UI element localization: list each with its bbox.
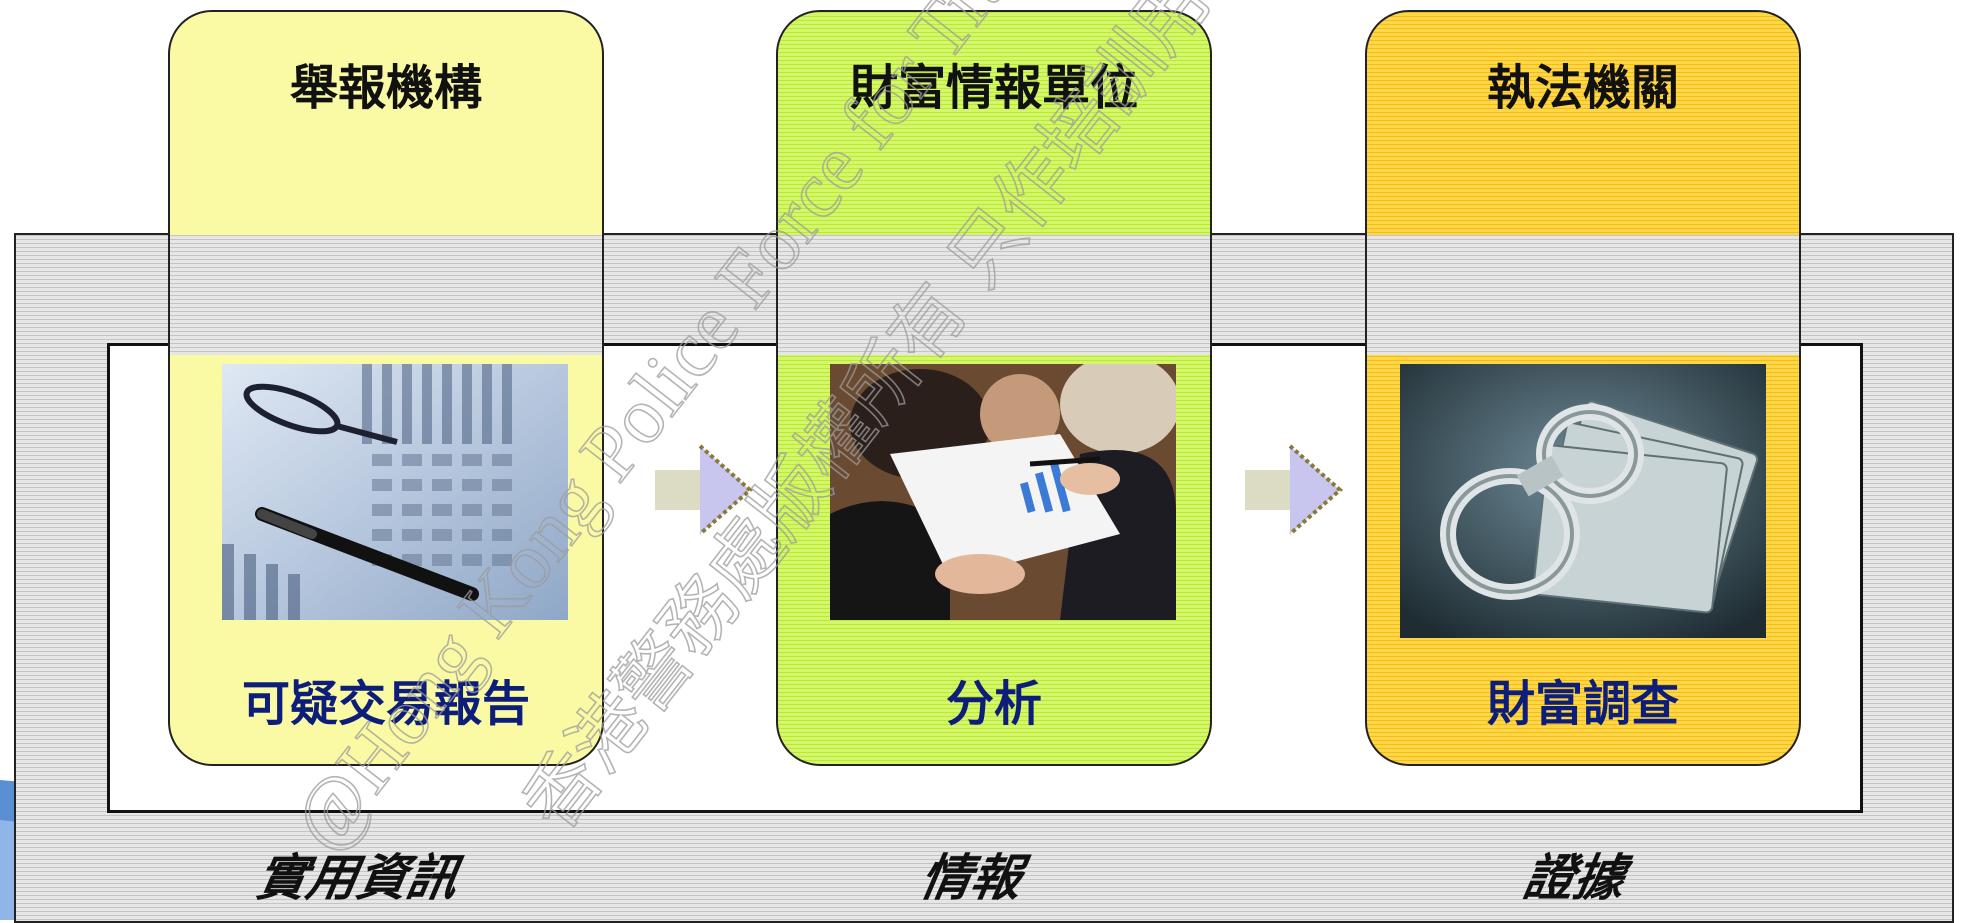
- documents-glasses-pen-photo: [222, 364, 568, 620]
- column-label: 分析: [945, 676, 1042, 732]
- bottom-label-evidence: 證據: [1519, 849, 1630, 907]
- column-band: [1367, 235, 1799, 355]
- business-analysis-photo: [830, 364, 1176, 620]
- column-label: 財富調查: [1486, 676, 1679, 732]
- column-band: [778, 235, 1210, 355]
- handcuffs-money-photo: [1400, 364, 1766, 638]
- column-title: 舉報機構: [289, 60, 482, 116]
- column-law-enforcement: 執法機關 財富調查: [1365, 10, 1801, 766]
- column-label: 可疑交易報告: [241, 676, 530, 732]
- bottom-label-practical-information: 實用資訊: [252, 849, 463, 907]
- arrow-right-icon: [1245, 444, 1344, 536]
- column-financial-intelligence-unit: 財富情報單位 分析: [776, 10, 1212, 766]
- arrow-right-icon: [655, 444, 754, 536]
- column-band: [170, 235, 602, 355]
- column-reporting-institutions: 舉報機構: [168, 10, 604, 766]
- bottom-label-intelligence: 情報: [916, 849, 1027, 907]
- column-title: 執法機關: [1486, 60, 1679, 116]
- column-title: 財富情報單位: [849, 60, 1138, 116]
